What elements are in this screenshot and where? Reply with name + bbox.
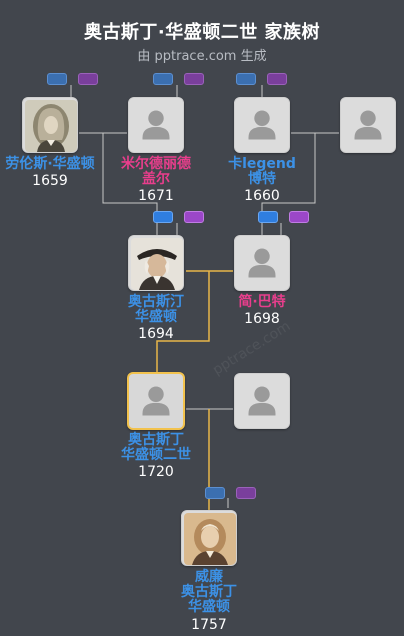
person-year-carlegend: 1660 xyxy=(244,188,280,204)
mother-tag[interactable] xyxy=(289,211,309,223)
name-line: 米尔德丽德 xyxy=(121,156,191,172)
mother-tag[interactable] xyxy=(267,73,287,85)
person-card-unknown-spouse[interactable] xyxy=(340,97,396,153)
person-card-jane[interactable] xyxy=(234,235,290,291)
child-line-augustine2 xyxy=(156,271,210,372)
name-line: 劳伦斯·华盛顿 xyxy=(5,156,95,172)
name-line: 盖尔 xyxy=(142,171,170,187)
name-line: 简·巴特 xyxy=(238,294,286,310)
father-tag[interactable] xyxy=(47,73,67,85)
mother-tag[interactable] xyxy=(184,73,204,85)
person-placeholder-icon xyxy=(142,386,170,416)
mother-tag[interactable] xyxy=(184,211,204,223)
parent-tags[interactable] xyxy=(258,211,310,223)
son-tag[interactable] xyxy=(205,487,225,499)
person-name-augustine-ii: 奥古斯丁 华盛顿二世 xyxy=(106,433,206,463)
name-line: 华盛顿 xyxy=(188,599,230,615)
page-title: 奥古斯丁·华盛顿二世 家族树 xyxy=(83,22,321,43)
name-line: 华盛顿二世 xyxy=(121,447,191,463)
person-card-carlegend[interactable] xyxy=(234,97,290,153)
parent-tags[interactable] xyxy=(153,211,205,223)
person-placeholder-icon xyxy=(142,110,170,140)
person-year-lawrence: 1659 xyxy=(32,173,68,189)
person-placeholder-icon xyxy=(354,110,382,140)
person-year-william: 1757 xyxy=(191,617,227,633)
portrait-image xyxy=(25,100,77,152)
parent-tags[interactable] xyxy=(153,73,205,85)
parent-tags[interactable] xyxy=(236,73,288,85)
person-name-lawrence: 劳伦斯·华盛顿 xyxy=(0,157,108,172)
father-tag[interactable] xyxy=(258,211,278,223)
name-line: 奥古斯汀 xyxy=(128,294,184,310)
person-placeholder-icon xyxy=(248,386,276,416)
parent-tags[interactable] xyxy=(47,73,99,85)
person-card-lawrence[interactable] xyxy=(22,97,78,153)
portrait-image xyxy=(184,513,236,565)
name-line: 威廉 xyxy=(195,569,223,585)
name-line: 卡legend xyxy=(228,156,296,172)
children-tags[interactable] xyxy=(205,487,257,499)
name-line: 奥古斯丁 xyxy=(181,584,237,600)
person-year-mildred: 1671 xyxy=(138,188,174,204)
person-card-spouse[interactable] xyxy=(234,373,290,429)
person-placeholder-icon xyxy=(248,248,276,278)
portrait-image xyxy=(131,238,183,290)
mother-tag[interactable] xyxy=(78,73,98,85)
father-tag[interactable] xyxy=(153,211,173,223)
person-name-jane: 简·巴特 xyxy=(212,295,312,310)
name-line: 奥古斯丁 xyxy=(128,432,184,448)
person-card-william[interactable] xyxy=(181,510,237,566)
page-subtitle: 由 pptrace.com 生成 xyxy=(137,49,267,64)
daughter-tag[interactable] xyxy=(236,487,256,499)
person-card-mildred[interactable] xyxy=(128,97,184,153)
person-year-jane: 1698 xyxy=(244,311,280,327)
person-name-william: 威廉 奥古斯丁 华盛顿 xyxy=(159,570,259,615)
name-line: 华盛顿 xyxy=(135,309,177,325)
person-year-augustine: 1694 xyxy=(138,326,174,342)
person-card-augustine[interactable] xyxy=(128,235,184,291)
person-name-mildred: 米尔德丽德 盖尔 xyxy=(106,157,206,187)
name-line: 博特 xyxy=(248,171,276,187)
person-name-augustine: 奥古斯汀 华盛顿 xyxy=(106,295,206,325)
person-name-carlegend: 卡legend 博特 xyxy=(212,157,312,187)
person-placeholder-icon xyxy=(248,110,276,140)
father-tag[interactable] xyxy=(153,73,173,85)
person-card-augustine-ii[interactable] xyxy=(127,372,185,430)
person-year-augustine-ii: 1720 xyxy=(138,464,174,480)
father-tag[interactable] xyxy=(236,73,256,85)
